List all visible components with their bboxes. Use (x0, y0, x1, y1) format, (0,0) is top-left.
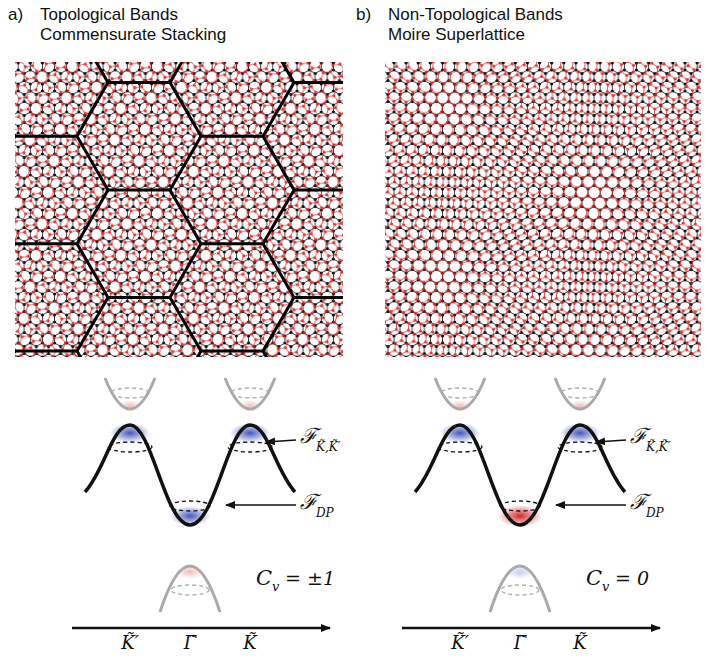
panel-title: Moire Superlattice (388, 26, 525, 43)
drawing-part (596, 440, 626, 442)
berry-flux-symbol: ℱ (630, 426, 647, 447)
drawing-part (105, 378, 275, 409)
chern-value: = 0 (615, 569, 649, 588)
drawing-part (160, 566, 220, 612)
drawing-part (231, 388, 269, 398)
momentum-label: Γ̃ (514, 634, 527, 652)
panel-title: Topological Bands (40, 6, 178, 23)
commensurate-lattice (15, 62, 343, 357)
berry-flux-subscript: DP (646, 507, 664, 519)
superlattice-cell (15, 62, 343, 357)
berry-flux-subscript: K̃,K̃′ (646, 441, 670, 453)
drawing-part (108, 442, 152, 452)
drawing-part (385, 62, 701, 357)
drawing-part (490, 566, 550, 612)
drawing-part (556, 504, 626, 506)
drawing-part (402, 627, 660, 630)
drawing-part (170, 501, 210, 511)
drawing-part (438, 442, 482, 452)
momentum-label: K̃ (573, 634, 586, 652)
berry-flux-subscript: DP (316, 507, 334, 519)
drawing-part (111, 388, 149, 398)
drawing-part (501, 585, 539, 595)
momentum-label: K̃′ (451, 634, 469, 652)
panel-letter: b) (356, 6, 371, 23)
drawing-part (266, 440, 296, 442)
drawing-part (558, 442, 602, 452)
chern-symbol: C (256, 568, 272, 589)
momentum-label: K̃′ (121, 634, 139, 652)
berry-flux-symbol: ℱ (300, 426, 317, 447)
panel-letter: a) (8, 6, 23, 23)
berry-flux-subscript: K̃,K̃′ (316, 441, 340, 453)
drawing-part (85, 425, 295, 525)
panel-title: Non-Topological Bands (388, 6, 563, 23)
chern-subscript: v (602, 580, 609, 593)
drawing-part (561, 388, 599, 398)
drawing-part (441, 388, 479, 398)
chern-symbol: C (586, 568, 602, 589)
drawing-part (500, 501, 540, 511)
chern-value: = ±1 (285, 569, 335, 588)
moire-lattice (385, 62, 701, 357)
band-structure (402, 378, 660, 628)
drawing-part (228, 442, 272, 452)
berry-flux-symbol: ℱ (300, 492, 317, 513)
drawing-part (226, 504, 296, 506)
drawing-part (15, 62, 343, 357)
drawing-part (435, 378, 605, 409)
momentum-label: K̃ (243, 634, 256, 652)
drawing-part (72, 627, 330, 630)
drawing-part (171, 585, 209, 595)
momentum-label: Γ̃ (184, 634, 197, 652)
panel-title: Commensurate Stacking (40, 26, 226, 43)
berry-flux-symbol: ℱ (630, 492, 647, 513)
band-structure (72, 378, 330, 628)
drawing-part (415, 425, 625, 525)
chern-subscript: v (272, 580, 279, 593)
